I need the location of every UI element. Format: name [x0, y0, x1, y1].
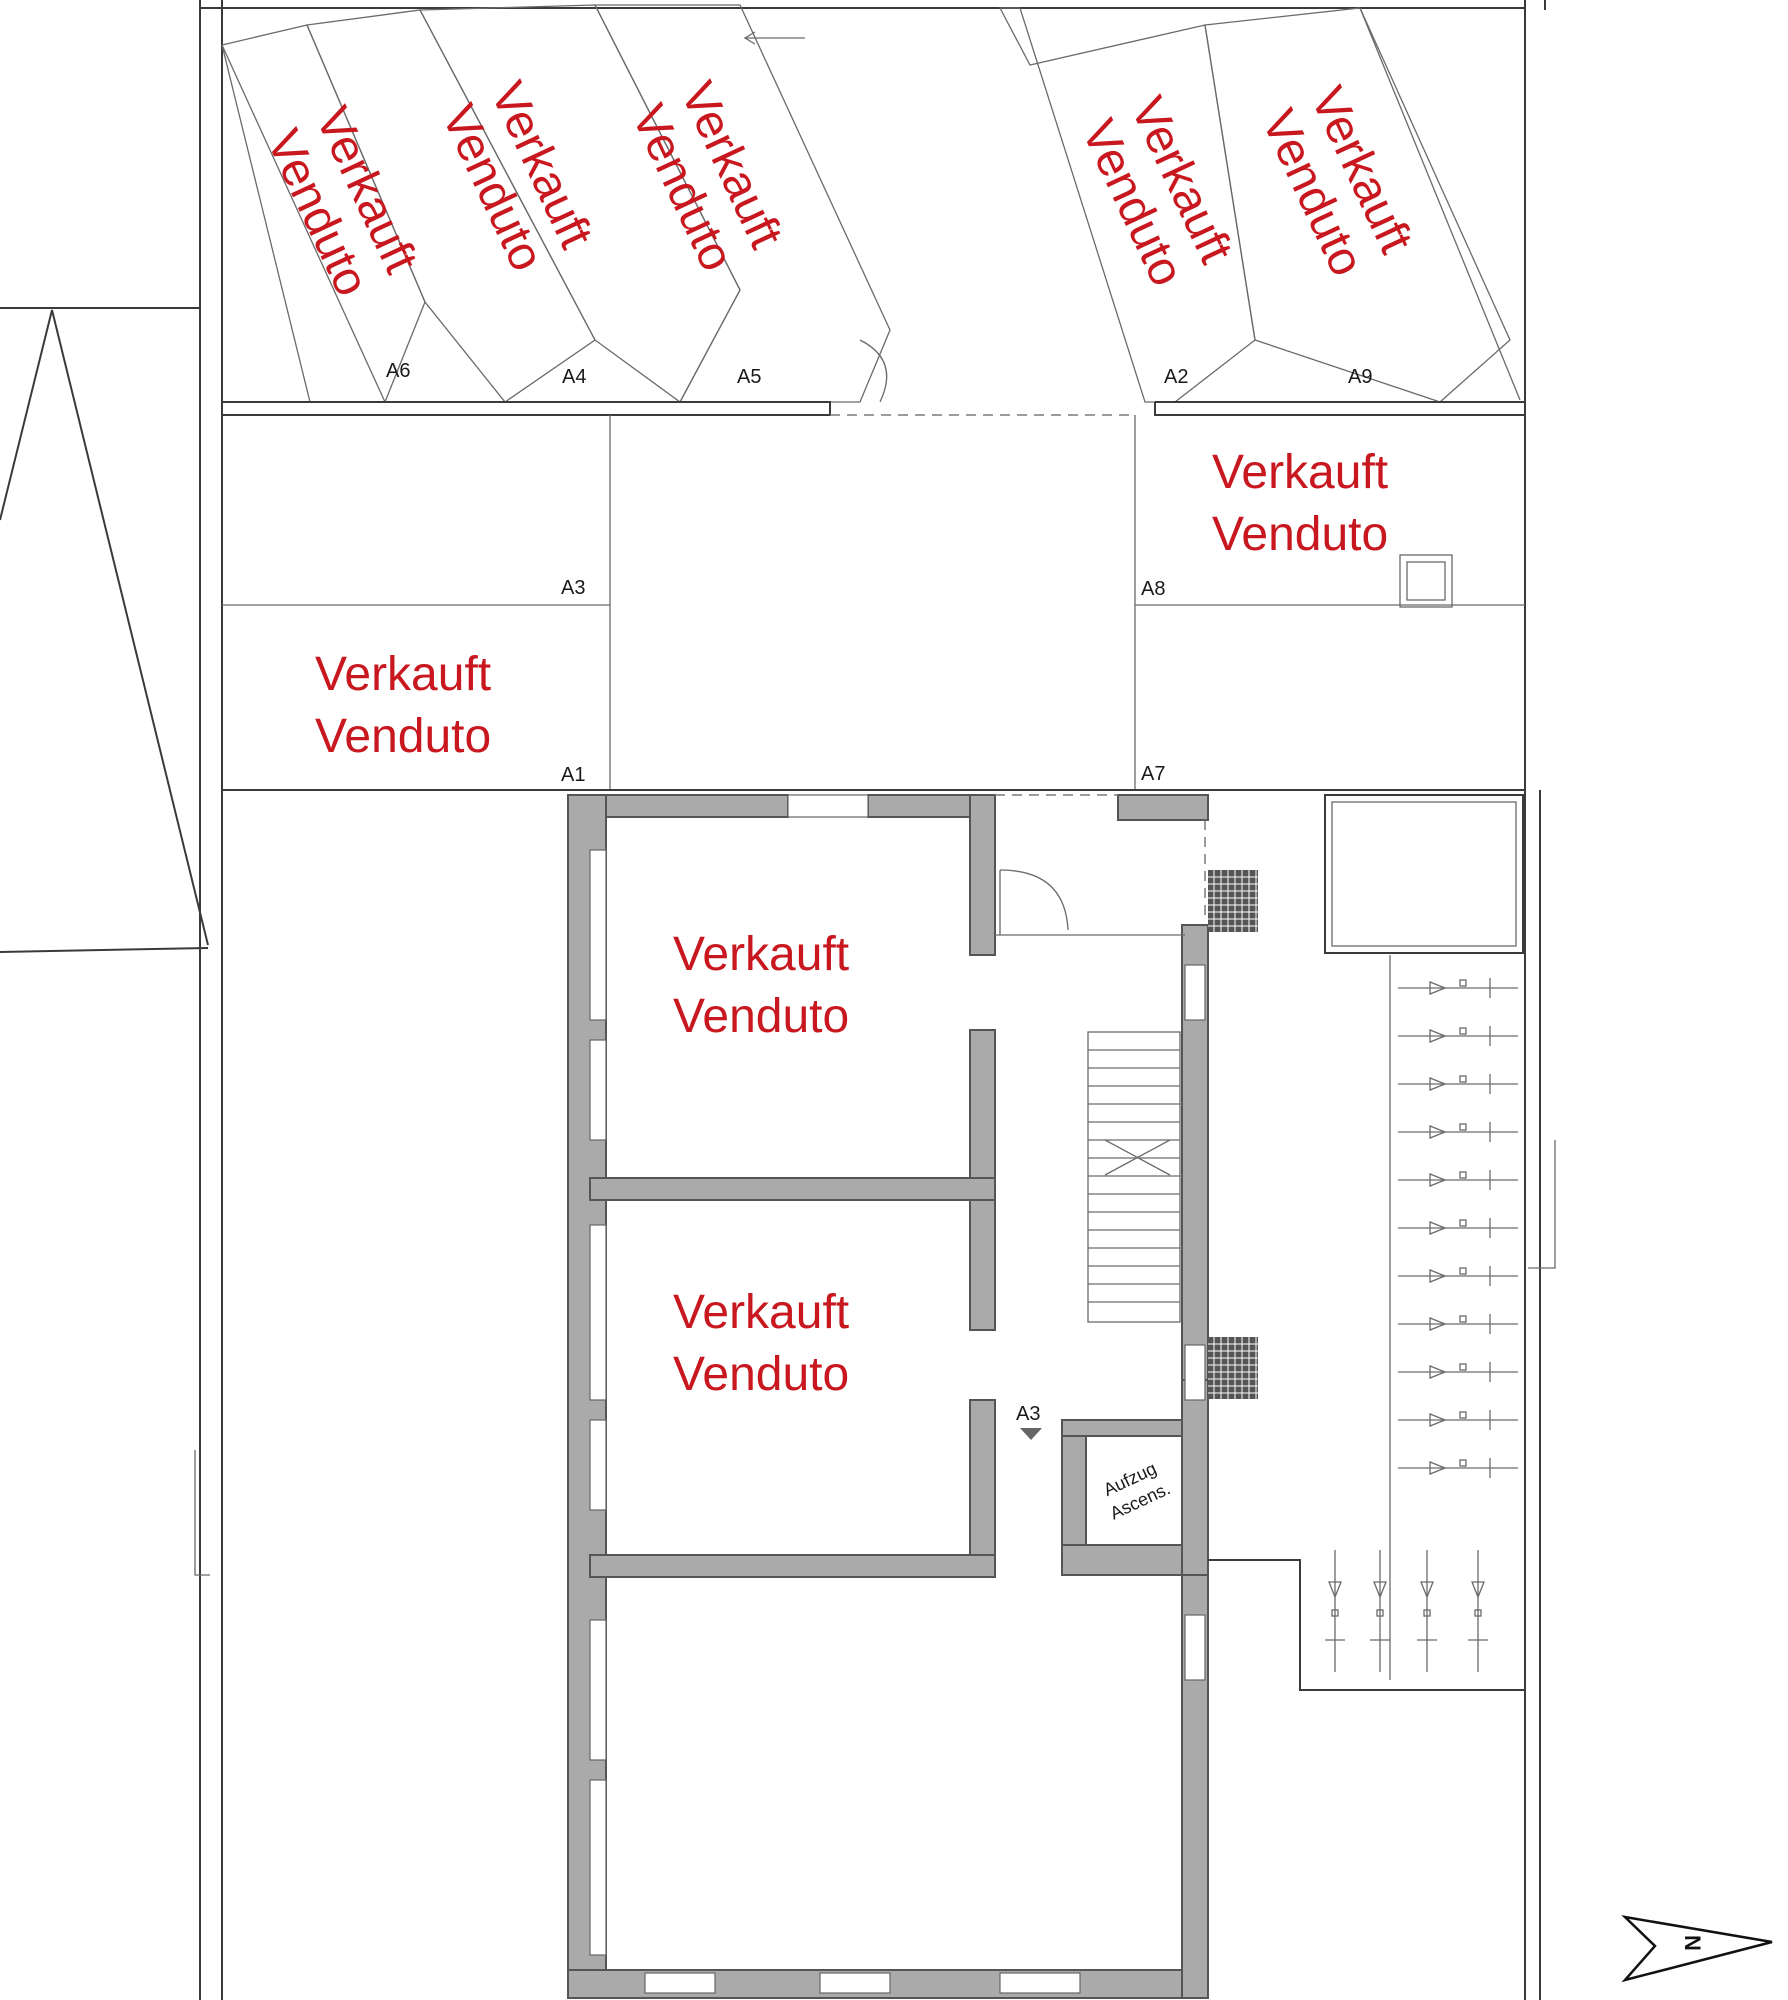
label-a2: A2: [1164, 366, 1188, 388]
neighbour-building: [0, 307, 209, 953]
sold-label-a5: Verkauft Venduto: [621, 74, 792, 279]
label-a9: A9: [1348, 366, 1372, 388]
label-a6: A6: [386, 360, 410, 382]
label-a3: A3: [561, 577, 585, 599]
bike-icon: [1398, 1170, 1518, 1190]
bike-icon: [1398, 1218, 1518, 1238]
bike-racks: [1208, 955, 1525, 1691]
storage-box: [1324, 794, 1524, 954]
bike-icon: [1398, 1410, 1518, 1430]
building-walls: [567, 794, 1209, 1999]
bike-icon: [1398, 978, 1518, 998]
bike-icon: [1398, 1362, 1518, 1382]
label-a4: A4: [562, 366, 586, 388]
elevator-label: Aufzug Ascens.: [1100, 1458, 1173, 1523]
sold-a8-line1: Verkauft: [1212, 446, 1388, 499]
sold-label-a6: Verkauft Venduto: [256, 99, 427, 304]
staircase: [1087, 1031, 1181, 1323]
north-letter: N: [1680, 1935, 1705, 1951]
sold-room-2-line2: Venduto: [673, 1348, 849, 1401]
bike-icon: [1398, 1074, 1518, 1094]
sold-room-1-line1: Verkauft: [673, 928, 849, 981]
parking-bays-top-right: [830, 7, 1526, 416]
bike-icon: [1370, 1550, 1390, 1672]
sold-label-a9: Verkauft Venduto: [1251, 79, 1422, 284]
vent-grates: [1208, 870, 1258, 1399]
bike-icon: [1398, 1026, 1518, 1046]
sold-a1-line1: Verkauft: [315, 648, 491, 701]
sold-label-a2: Verkauft Venduto: [1071, 89, 1242, 294]
entrance-marker: A3: [1016, 1403, 1042, 1440]
bike-icon: [1398, 1458, 1518, 1478]
label-a7: A7: [1141, 763, 1165, 785]
bike-icon: [1398, 1122, 1518, 1142]
entrance-arrow-icon: [1020, 1428, 1042, 1440]
sold-room-1-line2: Venduto: [673, 990, 849, 1043]
sold-a8-line2: Venduto: [1212, 508, 1388, 561]
entrance-label: A3: [1016, 1403, 1040, 1425]
bike-icon: [1325, 1550, 1345, 1672]
sold-label-a4: Verkauft Venduto: [431, 74, 602, 279]
sold-a1-line2: Venduto: [315, 710, 491, 763]
label-a8: A8: [1141, 578, 1165, 600]
bike-icon: [1468, 1550, 1488, 1672]
sold-room-2-line1: Verkauft: [673, 1286, 849, 1339]
parking-bays-top-left: [221, 4, 891, 416]
parking-spaces-grid: [222, 415, 1525, 791]
property-outline: [194, 0, 1556, 2000]
bike-icon: [1417, 1550, 1437, 1672]
entrance-door: [995, 869, 1185, 936]
bike-icon: [1398, 1266, 1518, 1286]
bike-icon: [1398, 1314, 1518, 1334]
north-arrow-icon: N: [1621, 1915, 1773, 1983]
label-a1: A1: [561, 764, 585, 786]
label-a5: A5: [737, 366, 761, 388]
